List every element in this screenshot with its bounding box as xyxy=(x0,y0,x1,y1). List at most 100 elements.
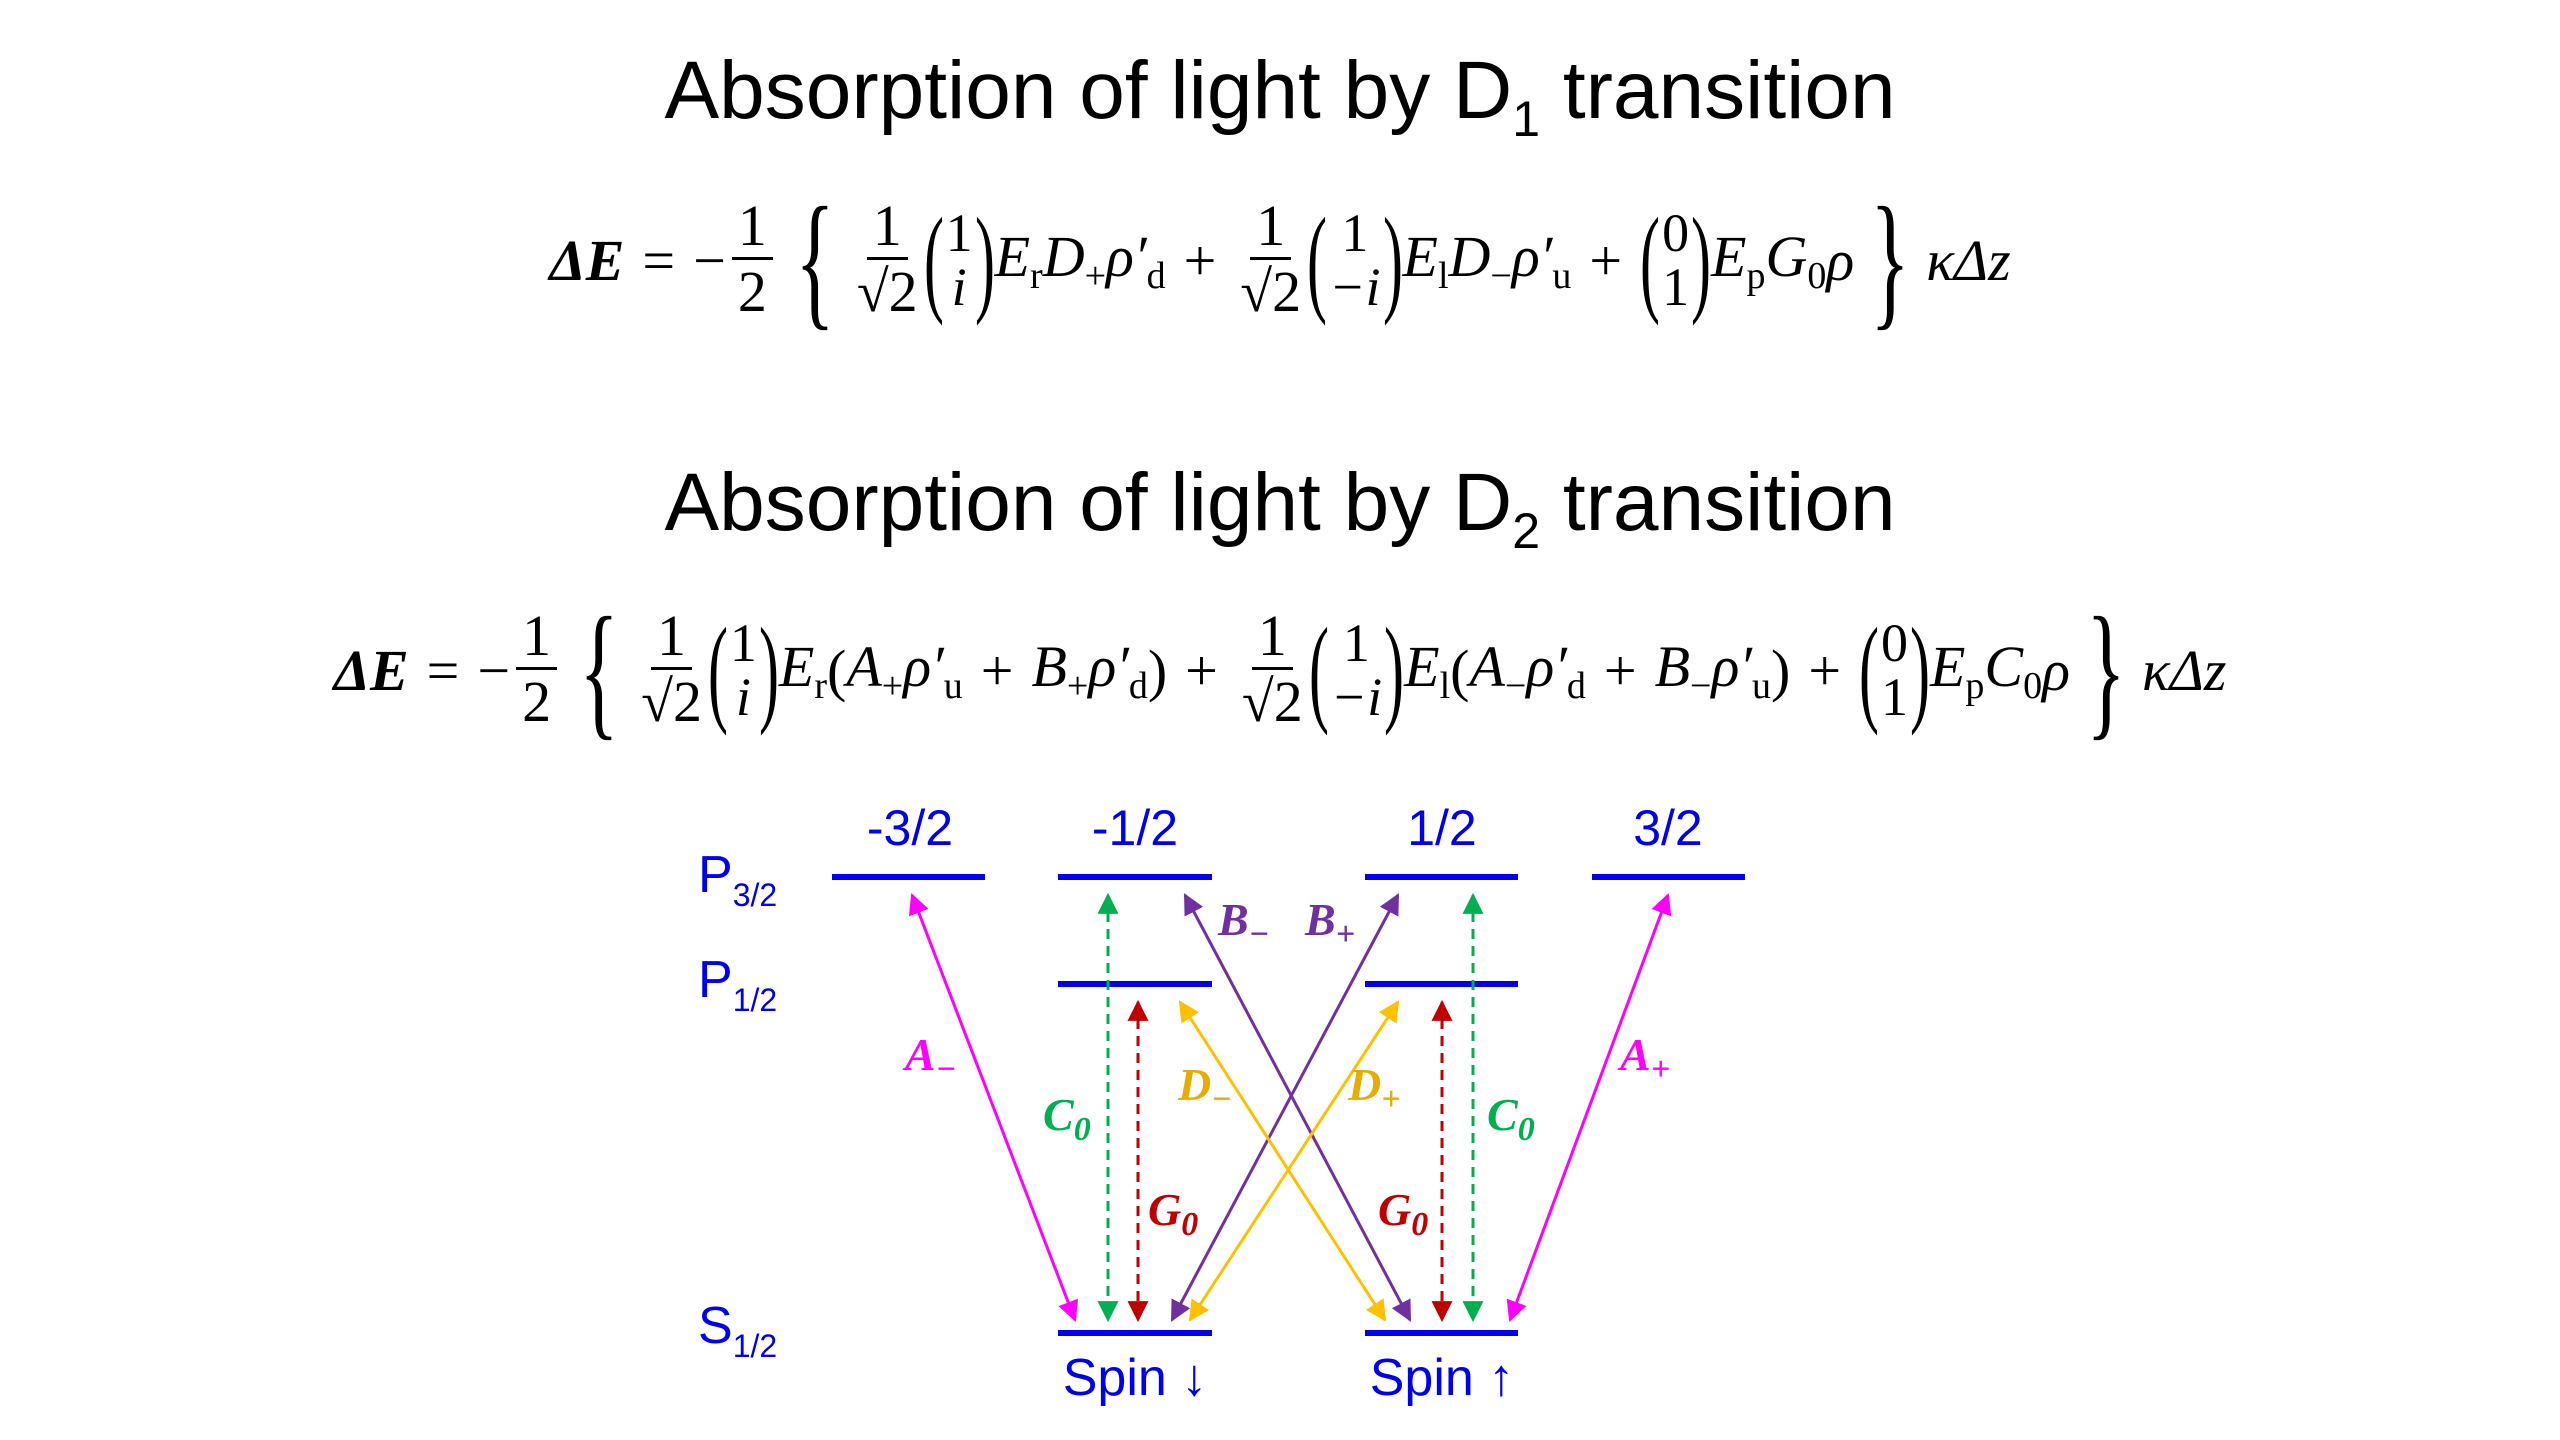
eq1-t1-op-sub: + xyxy=(1084,254,1107,297)
eq2-t2-rho-b-sym: ρ′ xyxy=(1711,633,1752,699)
label-c0-right: C0 xyxy=(1487,1089,1535,1148)
eq1-t1-field-sub: r xyxy=(1030,254,1043,297)
eq2-t1-field-sym: E xyxy=(778,633,815,699)
eq1-t1-coef: 1√2 xyxy=(856,195,918,325)
eq2-t1-vec-bot: i xyxy=(735,667,751,727)
eq1-lbrace: { xyxy=(795,177,835,343)
eq2-t3-vec-bot: 1 xyxy=(1881,667,1908,727)
eq2-t1-a-sub: + xyxy=(881,664,904,707)
eq2-plus-1: + xyxy=(1185,637,1218,703)
title-d1-tail: transition xyxy=(1540,45,1896,136)
eq1-t1-rho: ρ′d xyxy=(1106,223,1166,298)
eq2-t1-rho-a-sym: ρ′ xyxy=(903,633,944,699)
eq1-t1-field-sym: E xyxy=(994,223,1031,289)
eq2-t3-rho: ρ xyxy=(2042,637,2070,703)
eq2-t1-a-sym: A xyxy=(846,633,882,699)
eq2-t2-vec-top: 1 xyxy=(1342,613,1370,673)
eq2-t1-plus: + xyxy=(980,637,1014,703)
eq2-t1-vec-top: 1 xyxy=(729,613,757,673)
eq1-t1-field: Er xyxy=(995,223,1043,298)
title-d1-sub: 1 xyxy=(1512,91,1541,147)
eq1-t2-op: D− xyxy=(1449,223,1512,298)
eq1-t2-vec-top: 1 xyxy=(1341,203,1369,263)
eq2-t2-a-sym: A xyxy=(1469,633,1505,699)
title-d2: Absorption of light by D2 transition xyxy=(0,462,2560,557)
arrow-a-minus xyxy=(908,893,1079,1322)
eq2-t1-coef: 1√2 xyxy=(641,605,702,734)
eq1-t2-rho-sym: ρ′ xyxy=(1511,223,1553,289)
eq2-minus: − xyxy=(477,637,511,703)
eq1-t2-vec-bot: −i xyxy=(1329,257,1381,317)
eq1-t2-field: El xyxy=(1403,223,1449,298)
eq1-half-den: 2 xyxy=(737,259,767,325)
arrow-d-plus xyxy=(1188,1000,1400,1322)
eq2-t2-vector: (1−i) xyxy=(1308,603,1405,736)
eq1-t2-coef: 1√2 xyxy=(1240,195,1302,325)
eq1-t2-rho-sub: u xyxy=(1552,254,1572,297)
eq1-t2-field-sub: l xyxy=(1437,254,1449,297)
eq1-t2-op-sym: D xyxy=(1448,223,1491,289)
eq1-t3-op-sym: G xyxy=(1765,223,1808,289)
spin-down-label: Spin ↓ xyxy=(1063,1349,1208,1407)
label-g0-right: G0 xyxy=(1378,1184,1428,1243)
eq1-t2-op-sub: − xyxy=(1490,254,1512,297)
eq2-t2-plus: + xyxy=(1603,637,1637,703)
eq2-t2-field: El xyxy=(1404,633,1450,708)
label-d-minus: D− xyxy=(1177,1059,1232,1118)
eq2-t2-rho-a: ρ′d xyxy=(1526,633,1586,708)
eq2-t2-a-sub: − xyxy=(1504,664,1527,707)
eq2-t1-field-sub: r xyxy=(814,664,827,707)
eq2-t1-rparen: ) xyxy=(1147,637,1168,703)
eq2-half-den: 2 xyxy=(522,669,552,735)
eq1-t2-coef-den: √2 xyxy=(1240,259,1302,325)
eq1-rbrace: } xyxy=(1870,177,1911,343)
eq1-t1-rho-sub: d xyxy=(1146,254,1166,297)
eq2-lhs: ΔE xyxy=(333,637,409,703)
label-d-plus: D+ xyxy=(1347,1059,1401,1118)
eq2-t2-field-sub: l xyxy=(1439,664,1451,707)
eq2-t1-field: Er xyxy=(779,633,827,708)
m-label-minus-3-2: -3/2 xyxy=(867,800,953,856)
label-c0-left: C0 xyxy=(1043,1089,1091,1148)
eq2-t3-field: Ep xyxy=(1930,633,1984,708)
level-label-p12: P1/2 xyxy=(698,951,777,1018)
eq2-t2-rho-b-sub: u xyxy=(1751,664,1771,707)
eq1-t1-coef-num: 1 xyxy=(866,195,908,261)
m-label-plus-1-2: 1/2 xyxy=(1407,800,1477,856)
eq1-t1-op-sym: D xyxy=(1042,223,1085,289)
arrow-a-plus xyxy=(1506,893,1672,1322)
eq2-t1-a: A+ xyxy=(846,633,903,708)
eq2-t2-coef-num: 1 xyxy=(1251,605,1293,671)
eq2-t1-rho-a: ρ′u xyxy=(903,633,963,708)
eq2-half-num: 1 xyxy=(516,605,558,671)
m-label-plus-3-2: 3/2 xyxy=(1633,800,1703,856)
eq2-t2-coef: 1√2 xyxy=(1242,605,1303,734)
eq1-t3-field-sub: p xyxy=(1746,254,1766,297)
eq1-t3-vec-top: 0 xyxy=(1662,203,1690,263)
eq2-t1-rho-a-sub: u xyxy=(943,664,963,707)
eq2-t2-a: A− xyxy=(1469,633,1526,708)
eq1-plus-2: + xyxy=(1589,227,1623,293)
eq2-t2-rho-a-sym: ρ′ xyxy=(1526,633,1567,699)
eq1-t1-coef-den: √2 xyxy=(856,259,918,325)
spin-up-label: Spin ↑ xyxy=(1370,1349,1515,1407)
eq1-t1-op: D+ xyxy=(1043,223,1106,298)
eq2-equals: = xyxy=(426,637,460,703)
eq2-t1-rho-b-sub: d xyxy=(1128,664,1148,707)
eq2-t3-op: C0 xyxy=(1984,633,2042,708)
eq1-t3-field-sym: E xyxy=(1711,223,1747,289)
title-d1: Absorption of light by D1 transition xyxy=(0,50,2560,147)
eq1-t1-vec-top: 1 xyxy=(945,203,973,263)
eq1-plus-1: + xyxy=(1183,227,1217,293)
title-d2-tail: transition xyxy=(1540,457,1896,548)
eq2-plus-2: + xyxy=(1808,637,1842,703)
eq2-t1-rho-b: ρ′d xyxy=(1088,633,1148,708)
eq2-t1-b-sym: B xyxy=(1031,633,1067,699)
eq2-t2-rho-a-sub: d xyxy=(1566,664,1586,707)
